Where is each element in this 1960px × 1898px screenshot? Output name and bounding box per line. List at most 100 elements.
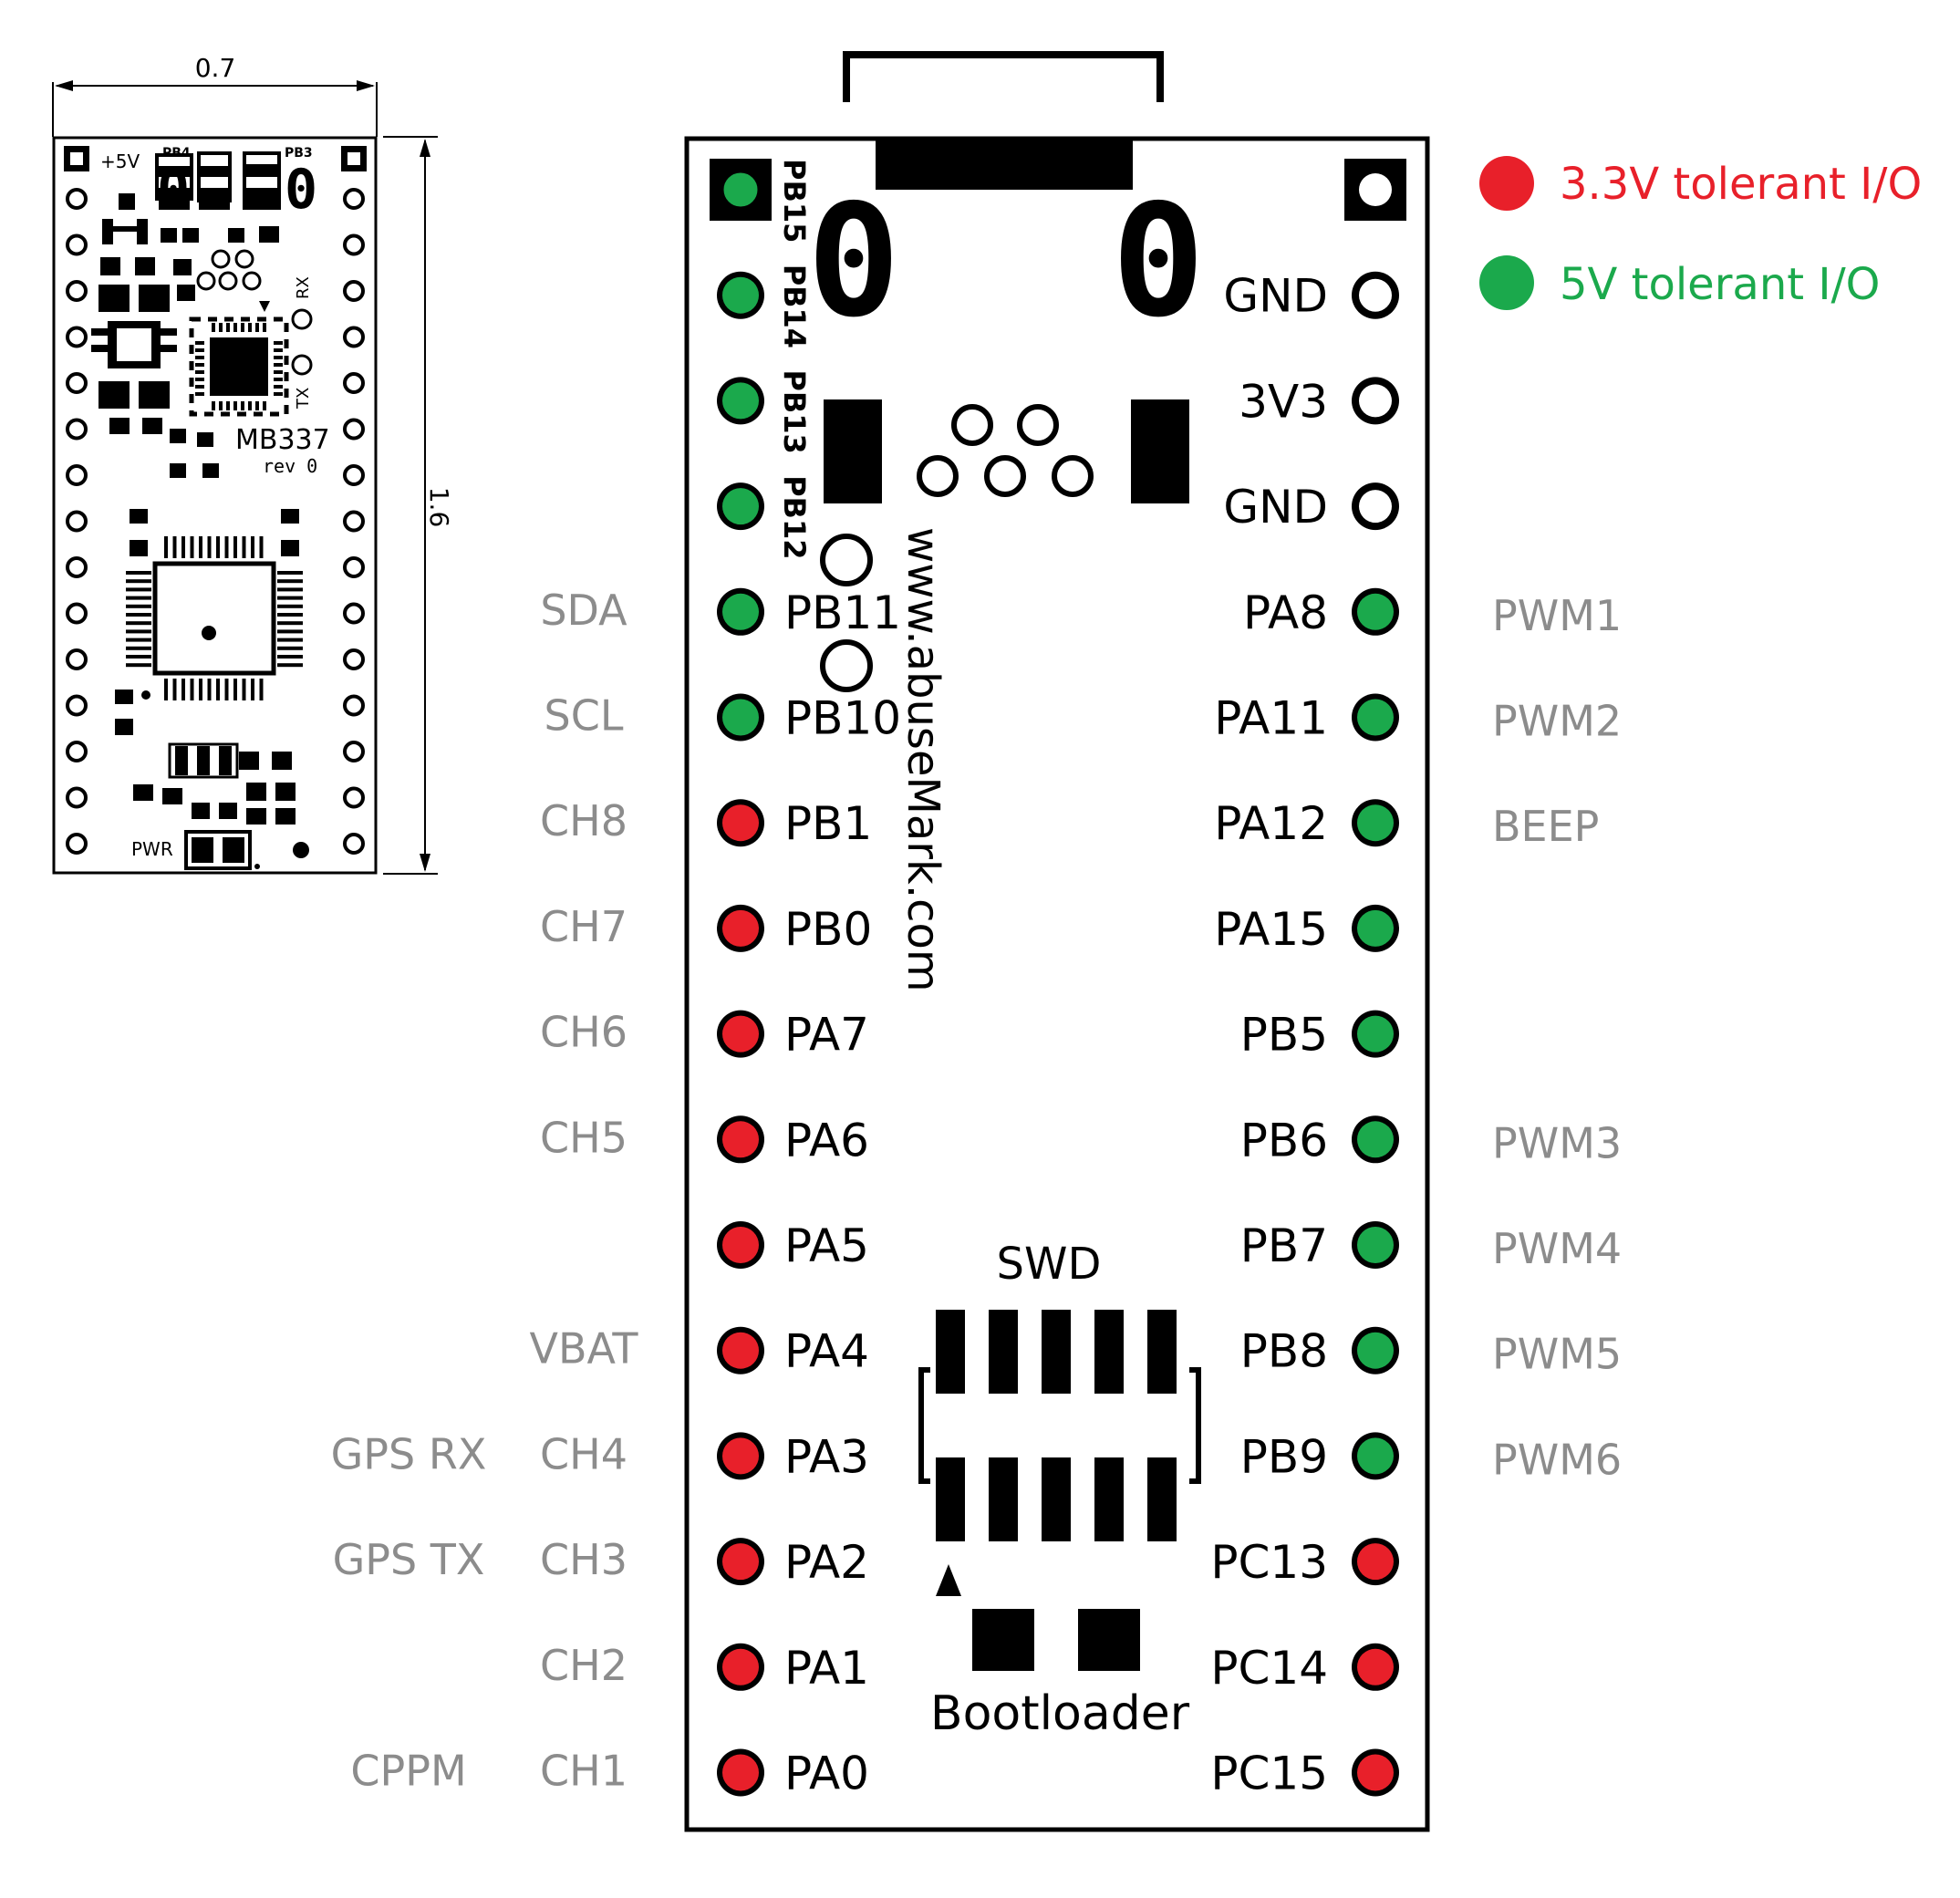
small-pin-hole <box>66 741 88 762</box>
pin-dot-pa12 <box>1357 804 1394 842</box>
small-pin-hole <box>66 833 88 855</box>
small-pin-hole <box>66 464 88 486</box>
small-pin-hole <box>66 602 88 625</box>
small-5v-label: +5V <box>100 150 140 172</box>
power-pin-hole <box>1359 278 1392 312</box>
swd-pad <box>1147 1457 1177 1541</box>
pin-dot-pb7 <box>1357 1227 1394 1263</box>
small-mounting-dot <box>293 842 309 858</box>
small-pin-hole <box>66 648 88 670</box>
jumper-digit-left: 0 <box>807 171 900 352</box>
pin-label-pb9: PB9 <box>1240 1430 1328 1483</box>
pin-label-pa11: PA11 <box>1214 692 1328 745</box>
pin-dot-pa6 <box>722 1121 759 1158</box>
pin-label-pb1: PB1 <box>784 797 872 850</box>
function-label: PWM1 <box>1492 591 1622 640</box>
pin-dot-pa8 <box>1357 593 1394 630</box>
pin-label-pa4: PA4 <box>784 1325 869 1378</box>
pin-label-pb0: PB0 <box>784 903 872 956</box>
pin-label-pa3: PA3 <box>784 1430 869 1483</box>
small-pin-hole <box>343 602 365 625</box>
function-label: PWM3 <box>1492 1118 1622 1167</box>
pin-dot-pa5 <box>722 1227 759 1263</box>
small-pwr-label: PWR <box>131 838 173 860</box>
small-rev-label: rev 0 <box>263 455 317 477</box>
small-tx-label: TX <box>294 388 313 410</box>
pin-dot-pb9 <box>1357 1437 1394 1475</box>
swd-pad <box>989 1310 1018 1394</box>
usb-connector-outline <box>843 51 1164 102</box>
small-digit-left: 0 <box>157 158 190 222</box>
power-pin-label: 3V3 <box>1239 375 1328 428</box>
small-bottom-components <box>133 746 296 825</box>
swd-pin1-marker <box>936 1564 961 1596</box>
small-jumpers: 0 0 <box>155 151 317 222</box>
board-vias <box>820 404 1094 692</box>
function-label: SDA <box>540 586 627 635</box>
pin-label-pa12: PA12 <box>1214 797 1328 850</box>
pin-dot-pa1 <box>722 1648 759 1685</box>
pin-dot-pb15 <box>721 170 761 210</box>
left-pin-column: PB11SDAPB10SCLPB1CH8PB0CH7PA7CH6PA6CH5PA… <box>331 271 901 1800</box>
small-pin-hole <box>343 326 365 348</box>
small-digit-right: 0 <box>285 158 317 222</box>
legend-dot-5v <box>1479 255 1534 310</box>
top-pin-label: PB13 <box>777 369 812 453</box>
small-pin-hole <box>343 464 365 486</box>
small-pin-hole <box>343 372 365 394</box>
height-dimension <box>383 136 438 875</box>
bootloader-pad-left <box>972 1609 1034 1671</box>
small-resistor-array <box>168 742 239 779</box>
small-pin-hole <box>66 188 88 210</box>
pin-label-pa0: PA0 <box>784 1748 869 1800</box>
pin-dot-pa3 <box>722 1437 759 1475</box>
swd-pad <box>1094 1310 1124 1394</box>
swd-pad <box>1042 1457 1071 1541</box>
pin-label-pa1: PA1 <box>784 1642 869 1695</box>
swd-pad <box>1147 1310 1177 1394</box>
small-pin-hole <box>343 556 365 578</box>
usb-connector <box>876 140 1133 190</box>
jumper-digit-right: 0 <box>1112 171 1205 352</box>
small-pin-hole <box>343 694 365 717</box>
small-pwr-jumper <box>184 830 260 870</box>
small-board-pins <box>66 188 365 855</box>
pin-label-pa15: PA15 <box>1214 903 1328 956</box>
function-label: CH6 <box>540 1008 627 1057</box>
function-label-secondary: GPS TX <box>333 1535 485 1584</box>
pin-label-pb8: PB8 <box>1240 1325 1328 1378</box>
bootloader-pad-right <box>1078 1609 1140 1671</box>
width-dimension <box>52 80 378 137</box>
function-label: VBAT <box>529 1324 638 1374</box>
pin-label-pa5: PA5 <box>784 1219 869 1272</box>
small-pin-hole <box>66 694 88 717</box>
pin-label-pb7: PB7 <box>1240 1219 1328 1272</box>
small-pin-hole <box>343 233 365 256</box>
crystal-pad-left <box>824 399 882 503</box>
width-label: 0.7 <box>195 53 236 83</box>
small-pin-hole <box>66 372 88 394</box>
pin-label-pa7: PA7 <box>784 1009 869 1062</box>
pin-dot-pa2 <box>722 1543 759 1581</box>
pin-label-pa8: PA8 <box>1243 586 1328 639</box>
small-pin-hole <box>343 786 365 809</box>
function-label: CH8 <box>540 796 627 845</box>
height-label: 1.6 <box>424 487 454 528</box>
function-label: BEEP <box>1492 802 1599 851</box>
pin-dot-top-right <box>1359 173 1392 206</box>
swd-label: SWD <box>997 1239 1102 1290</box>
small-pin-hole <box>66 556 88 578</box>
pin-dot-pa7 <box>722 1015 759 1053</box>
top-pin-label: PB14 <box>777 264 812 348</box>
small-pin-hole <box>66 510 88 533</box>
pin-label-pc13: PC13 <box>1210 1536 1328 1589</box>
swd-pad <box>1094 1457 1124 1541</box>
function-label-secondary: CPPM <box>350 1747 466 1796</box>
small-pin-hole <box>66 233 88 256</box>
website-label: www.abuseMark.com <box>897 527 949 992</box>
pin-dot-pb5 <box>1357 1015 1394 1053</box>
function-label: PWM5 <box>1492 1330 1622 1379</box>
small-board-outline <box>52 136 378 875</box>
pin-label-pb6: PB6 <box>1240 1114 1328 1167</box>
legend-dot-3v3 <box>1479 156 1534 211</box>
